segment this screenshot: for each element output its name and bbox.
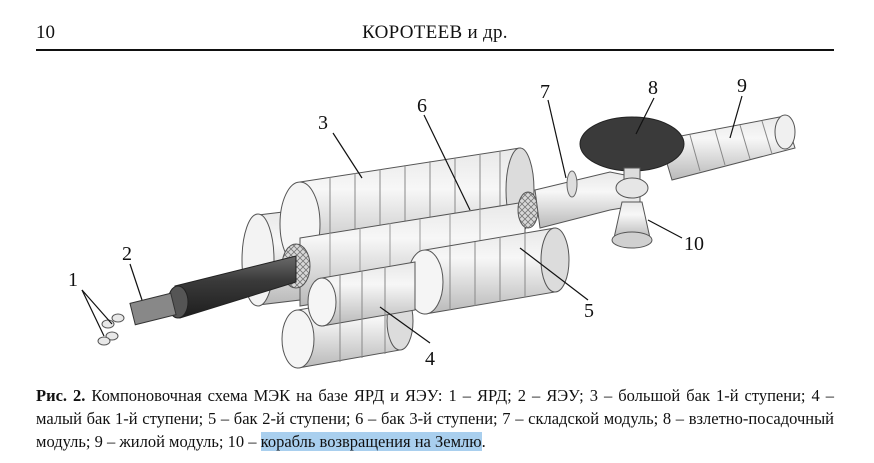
callout-6: 6 <box>417 95 427 117</box>
caption-label: Рис. 2. <box>36 386 86 405</box>
callout-1: 1 <box>68 269 78 291</box>
spacecraft-diagram: 1 2 3 4 5 6 7 8 9 10 <box>68 75 796 370</box>
landing-module <box>579 116 685 199</box>
selected-text[interactable]: корабль возвращения на Землю <box>260 432 482 451</box>
habitat-module <box>659 114 796 181</box>
small-tank-stage1 <box>281 261 416 369</box>
callout-8: 8 <box>648 77 658 99</box>
callout-7: 7 <box>540 81 550 103</box>
callout-4: 4 <box>425 348 435 370</box>
leader-lines <box>81 95 743 344</box>
caption-text: Компоновочная схема МЭК на базе ЯРД и ЯЭ… <box>36 386 834 451</box>
figure-caption: Рис. 2. Компоновочная схема МЭК на базе … <box>36 384 834 453</box>
page-number: 10 <box>36 22 55 43</box>
reactor-section <box>129 243 311 326</box>
figure: 1 2 3 4 5 6 7 8 9 10 <box>0 60 874 380</box>
storage-module <box>534 170 641 229</box>
callout-5: 5 <box>584 300 594 322</box>
callout-10: 10 <box>684 233 704 255</box>
page-header: 10 КОРОТЕЕВ и др. <box>36 22 834 52</box>
nuclear-engines <box>97 313 125 346</box>
header-rule <box>36 49 834 51</box>
callout-9: 9 <box>737 75 747 97</box>
return-vehicle <box>611 201 653 249</box>
callout-2: 2 <box>122 243 132 265</box>
running-title: КОРОТЕЕВ и др. <box>362 22 508 43</box>
callout-3: 3 <box>318 112 328 134</box>
caption-tail: . <box>481 432 486 451</box>
